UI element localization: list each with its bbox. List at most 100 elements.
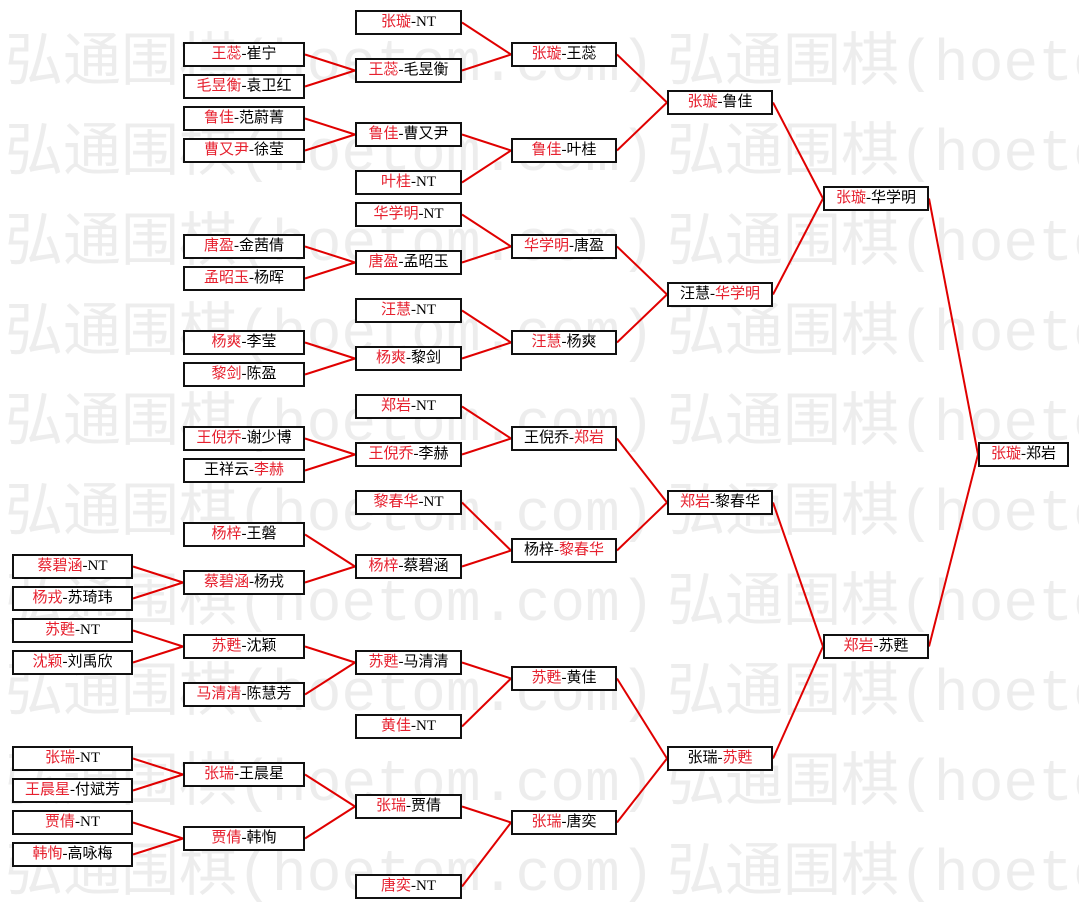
connector-line bbox=[132, 821, 184, 840]
separator: - bbox=[62, 590, 68, 606]
match-box: 苏甦-马清清 bbox=[355, 650, 462, 675]
connector-line bbox=[304, 565, 356, 584]
separator: - bbox=[398, 558, 404, 574]
player-name: 王蕊 bbox=[211, 46, 242, 62]
separator: - bbox=[241, 430, 247, 446]
connector-line bbox=[461, 501, 512, 552]
player-name: 苏甦 bbox=[722, 750, 753, 766]
player-name: 黄佳 bbox=[566, 670, 597, 686]
player-name: 谢少博 bbox=[246, 430, 292, 446]
connector-line bbox=[304, 805, 356, 840]
connector-line bbox=[304, 437, 356, 456]
separator: - bbox=[241, 686, 247, 702]
player-name: 徐莹 bbox=[254, 142, 285, 158]
match-box: 苏甦-NT bbox=[12, 618, 133, 643]
connector-line bbox=[461, 213, 512, 248]
separator: - bbox=[561, 670, 567, 686]
match-box: 张瑞-王晨星 bbox=[183, 762, 305, 787]
player-name: 杨戎 bbox=[32, 590, 63, 606]
player-name: 王磐 bbox=[246, 526, 277, 542]
connector-line bbox=[304, 53, 356, 72]
connector-line bbox=[772, 198, 824, 295]
connector-line bbox=[304, 661, 356, 696]
match-box: 郑岩-黎春华 bbox=[667, 490, 773, 515]
player-name: 张瑞 bbox=[375, 798, 406, 814]
player-name: 郑岩 bbox=[679, 494, 710, 510]
separator: - bbox=[249, 270, 254, 286]
player-name: 苏甦 bbox=[44, 622, 75, 638]
separator: - bbox=[717, 94, 723, 110]
player-name: 刘禹欣 bbox=[67, 654, 113, 670]
separator: - bbox=[866, 190, 871, 206]
match-box: 黎春华-NT bbox=[355, 490, 462, 515]
player-name: 华学明 bbox=[523, 238, 569, 254]
connector-line bbox=[132, 757, 184, 776]
match-box: 蔡碧涵-杨戎 bbox=[183, 570, 305, 595]
connector-line bbox=[461, 805, 512, 824]
connector-line bbox=[461, 309, 512, 344]
match-box: 杨梓-王磐 bbox=[183, 522, 305, 547]
connector-line bbox=[928, 454, 979, 647]
connector-line bbox=[461, 53, 512, 72]
match-box: 杨爽-李莹 bbox=[183, 330, 305, 355]
player-name: 杨梓 bbox=[523, 542, 554, 558]
separator: - bbox=[241, 830, 247, 846]
separator: - bbox=[241, 366, 247, 382]
match-box: 汪慧-NT bbox=[355, 298, 462, 323]
connector-line bbox=[461, 661, 512, 680]
player-name: 王倪乔 bbox=[368, 446, 414, 462]
player-name: 鲁佳 bbox=[722, 94, 753, 110]
separator: - bbox=[411, 878, 416, 894]
separator: - bbox=[234, 766, 239, 782]
match-box: 华学明-唐盈 bbox=[511, 234, 617, 259]
connector-line bbox=[616, 53, 668, 104]
connector-line bbox=[304, 261, 356, 280]
player-name: 孟昭玉 bbox=[403, 254, 449, 270]
match-box: 杨梓-蔡碧涵 bbox=[355, 554, 462, 579]
match-box: 鲁佳-范蔚菁 bbox=[183, 106, 305, 131]
connector-line bbox=[616, 293, 668, 344]
player-name: 苏甦 bbox=[878, 638, 909, 654]
player-name: 张瑞 bbox=[44, 750, 75, 766]
separator: - bbox=[398, 254, 404, 270]
match-box: 王倪乔-郑岩 bbox=[511, 426, 617, 451]
player-name: 杨梓 bbox=[368, 558, 399, 574]
separator: - bbox=[406, 798, 411, 814]
player-name: 苏甦 bbox=[368, 654, 399, 670]
player-name: 杨爽 bbox=[375, 350, 406, 366]
player-name: 华学明 bbox=[373, 206, 419, 222]
player-name: 黎春华 bbox=[373, 494, 419, 510]
connector-line bbox=[132, 837, 184, 856]
player-name: 张璇 bbox=[687, 94, 718, 110]
connector-line bbox=[772, 102, 824, 199]
player-name: 王倪乔 bbox=[523, 430, 569, 446]
match-box: 华学明-NT bbox=[355, 202, 462, 227]
player-name: 苏甦 bbox=[531, 670, 562, 686]
match-box: 沈颖-刘禹欣 bbox=[12, 650, 133, 675]
player-name: 黎剑 bbox=[411, 350, 442, 366]
separator: - bbox=[411, 302, 416, 318]
player-name: NT bbox=[80, 814, 100, 830]
connector-line bbox=[928, 198, 979, 455]
player-name: 贾倩 bbox=[44, 814, 75, 830]
match-box: 汪慧-杨爽 bbox=[511, 330, 617, 355]
match-box: 杨爽-黎剑 bbox=[355, 346, 462, 371]
separator: - bbox=[561, 46, 567, 62]
connector-line bbox=[461, 437, 512, 456]
player-name: 唐盈 bbox=[203, 238, 234, 254]
match-box: 王祥云-李赫 bbox=[183, 458, 305, 483]
match-box: 王倪乔-谢少博 bbox=[183, 426, 305, 451]
connector-line bbox=[304, 645, 356, 664]
player-name: NT bbox=[416, 398, 436, 414]
player-name: 鲁佳 bbox=[531, 142, 562, 158]
separator: - bbox=[249, 462, 254, 478]
player-name: 黄佳 bbox=[380, 718, 411, 734]
match-box: 张瑞-唐奕 bbox=[511, 810, 617, 835]
player-name: NT bbox=[416, 718, 436, 734]
player-name: NT bbox=[80, 622, 100, 638]
player-name: 张璇 bbox=[835, 190, 866, 206]
player-name: 杨梓 bbox=[211, 526, 242, 542]
separator: - bbox=[413, 446, 419, 462]
player-name: 毛昱衡 bbox=[403, 62, 449, 78]
